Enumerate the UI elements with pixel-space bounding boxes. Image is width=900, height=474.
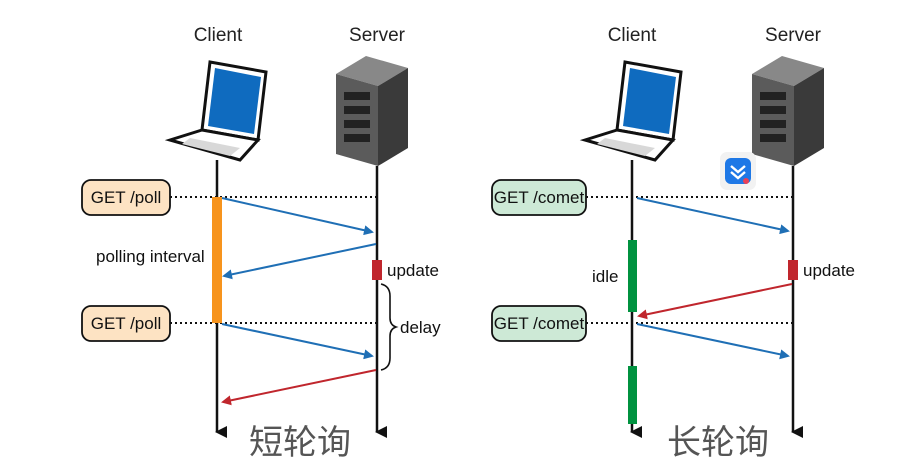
long-update-label: update <box>803 261 855 280</box>
long-request-1-arrow <box>636 197 790 235</box>
laptop-icon <box>164 60 268 162</box>
short-request-1-label: GET /poll <box>91 188 162 207</box>
app-badge-icon <box>720 152 756 190</box>
polling-interval-label: polling interval <box>96 247 205 266</box>
long-request-2-arrow <box>636 323 790 360</box>
long-request-2-label: GET /comet <box>494 314 585 333</box>
long-polling-caption: 长轮询 <box>667 423 769 463</box>
short-request-1-pill: GET /poll <box>81 179 171 216</box>
idle-bar-2 <box>628 366 637 424</box>
short-request-1-arrow <box>221 197 374 236</box>
short-update-label: update <box>387 261 439 280</box>
laptop-icon <box>579 60 683 162</box>
server-icon <box>752 56 824 166</box>
short-response-1-arrow <box>222 243 377 280</box>
idle-bar-1 <box>628 240 637 312</box>
polling-interval-bar <box>212 197 222 323</box>
short-response-2-arrow <box>221 369 377 406</box>
short-client-header: Client <box>194 25 243 46</box>
delay-label: delay <box>400 318 441 337</box>
long-request-1-label: GET /comet <box>494 188 585 207</box>
long-response-arrow <box>637 283 793 320</box>
short-request-2-arrow <box>221 323 374 360</box>
long-polling-panel: Client Server <box>491 25 855 463</box>
short-polling-caption: 短轮询 <box>249 423 351 463</box>
long-update-block <box>788 260 798 280</box>
short-update-block <box>372 260 382 280</box>
short-request-2-label: GET /poll <box>91 314 162 333</box>
long-server-header: Server <box>765 25 822 46</box>
long-request-2-pill: GET /comet <box>491 305 587 342</box>
server-icon <box>336 56 408 166</box>
long-client-header: Client <box>608 25 657 46</box>
delay-brace <box>380 283 399 371</box>
short-polling-panel: Client Server GET /p <box>81 25 441 463</box>
long-request-1-pill: GET /comet <box>491 179 587 216</box>
idle-label: idle <box>592 267 618 286</box>
short-server-header: Server <box>349 25 406 46</box>
short-request-2-pill: GET /poll <box>81 305 171 342</box>
